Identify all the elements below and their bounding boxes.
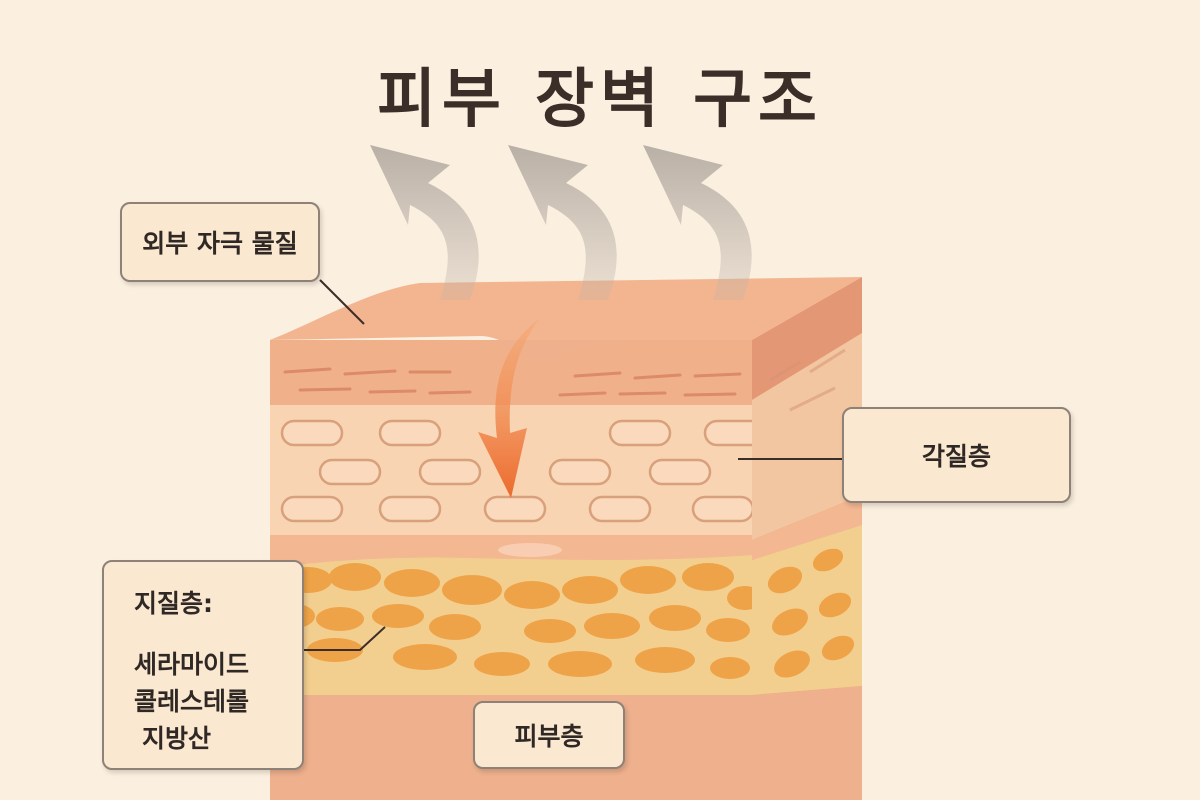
epidermis-fibers <box>283 367 742 397</box>
label-skin-layer: 피부층 <box>473 701 625 769</box>
corneocyte-cells <box>280 419 752 523</box>
block-side-face <box>752 277 862 800</box>
inward-arrow <box>478 318 540 498</box>
outward-arrows <box>370 145 752 300</box>
lipid-item-ceramide: 세라마이드 <box>134 650 250 679</box>
page-title: 피부 장벽 구조 <box>377 63 823 137</box>
side-lipid-blobs <box>767 548 855 678</box>
lipid-blobs <box>275 563 752 679</box>
leader-lipid <box>304 626 386 651</box>
label-stratum-text: 각질층 <box>921 442 991 471</box>
outward-arrow-1 <box>370 145 479 300</box>
label-external-irritant: 외부 자극 물질 <box>120 202 320 282</box>
label-lipid-layer: 지질층: 세라마이드 콜레스테롤 지방산 <box>102 560 304 770</box>
outward-arrow-2 <box>508 145 617 300</box>
outward-arrow-3 <box>643 145 752 300</box>
lipid-item-cholesterol: 콜레스테롤 <box>134 687 250 716</box>
lipid-item-fatty-acid: 지방산 <box>142 724 212 753</box>
label-stratum-corneum: 각질층 <box>842 407 1071 503</box>
leader-external <box>319 279 365 325</box>
label-lipid-heading: 지질층: <box>134 589 213 618</box>
label-skin-text: 피부층 <box>514 722 584 751</box>
leader-lines <box>304 279 842 651</box>
label-external-text: 외부 자극 물질 <box>142 229 298 258</box>
